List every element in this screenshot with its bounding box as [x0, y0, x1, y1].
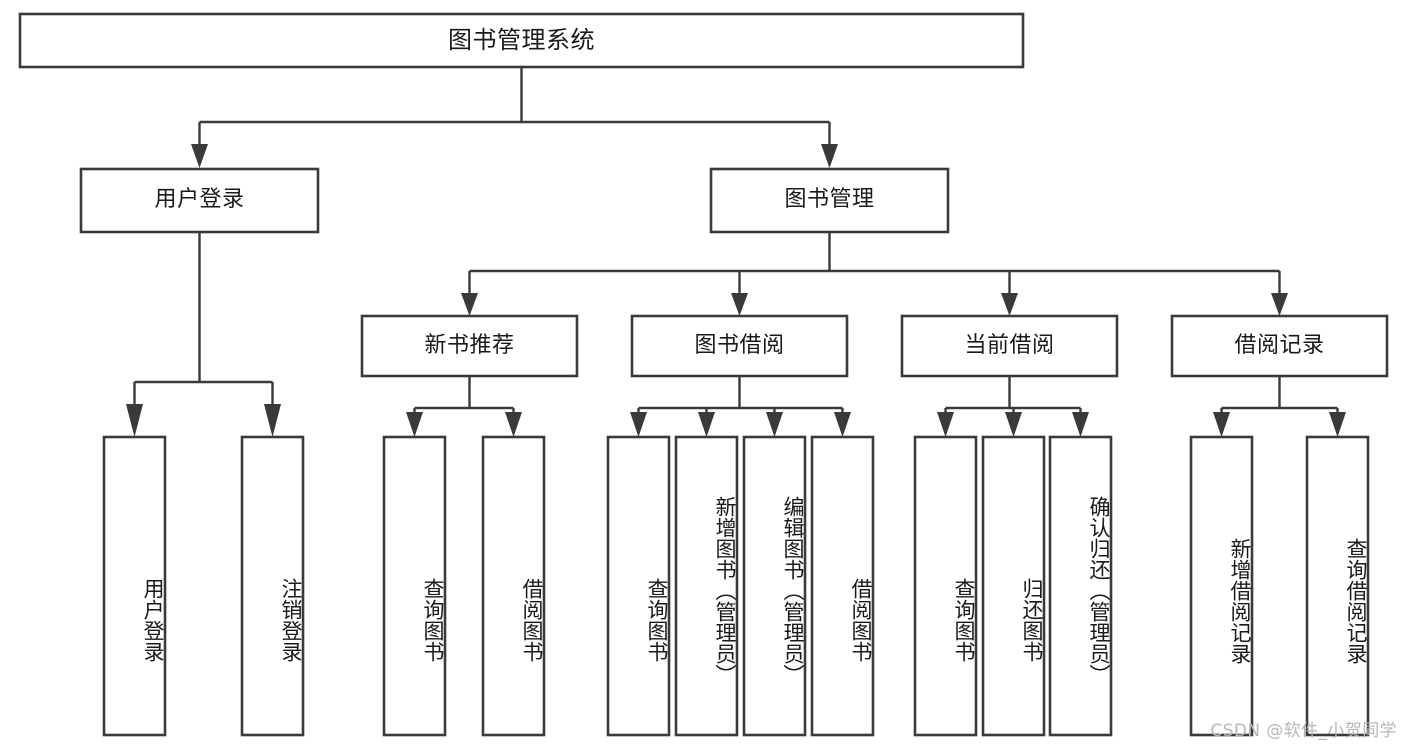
- connectors-layer: [126, 67, 1346, 437]
- node-box-leaf-new-book-0[interactable]: [382, 435, 447, 737]
- arrowhead-leaf-user-login-1: [126, 404, 143, 437]
- arrowhead-leaf-book-borrow-4: [834, 412, 851, 437]
- node-box-leaf-borrow-record-1[interactable]: [1305, 435, 1370, 737]
- arrowhead-leaf-book-borrow-2: [698, 412, 715, 437]
- arrowhead-book-mgmt: [821, 144, 838, 168]
- arrowhead-borrow-record: [1271, 293, 1288, 316]
- node-box-borrow-record[interactable]: [1170, 314, 1389, 378]
- node-box-leaf-book-borrow-1[interactable]: [674, 435, 739, 737]
- node-box-leaf-current-borrow-0[interactable]: [913, 435, 978, 737]
- arrowhead-book-borrow: [731, 293, 748, 316]
- node-box-book-management[interactable]: [709, 167, 950, 234]
- arrowhead-leaf-borrow-record-2: [1329, 412, 1346, 437]
- node-box-leaf-current-borrow-1[interactable]: [981, 435, 1046, 737]
- node-box-leaf-book-borrow-0[interactable]: [606, 435, 671, 737]
- node-box-book-borrow[interactable]: [630, 314, 849, 378]
- node-box-leaf-user-login-1[interactable]: [240, 435, 305, 737]
- node-box-leaf-current-borrow-2[interactable]: [1048, 435, 1113, 737]
- arrowhead-new-book-recommend: [461, 293, 478, 316]
- node-box-new-book-recommend[interactable]: [360, 314, 579, 378]
- arrowhead-current-borrow: [1001, 293, 1018, 316]
- node-box-root[interactable]: [18, 12, 1025, 69]
- arrowhead-user-login: [191, 144, 208, 168]
- node-box-leaf-new-book-1[interactable]: [481, 435, 546, 737]
- arrowhead-leaf-current-borrow-2: [1005, 412, 1022, 437]
- arrowhead-leaf-book-borrow-3: [766, 412, 783, 437]
- node-box-leaf-borrow-record-0[interactable]: [1189, 435, 1254, 737]
- node-box-user-login[interactable]: [79, 167, 320, 234]
- boxes-layer: [18, 12, 1389, 737]
- arrowhead-leaf-borrow-record-1: [1213, 412, 1230, 437]
- node-box-leaf-book-borrow-3[interactable]: [810, 435, 875, 737]
- arrowhead-leaf-new-book-2: [505, 412, 522, 437]
- node-box-leaf-user-login-0[interactable]: [102, 435, 167, 737]
- arrowhead-leaf-user-login-2: [264, 404, 281, 437]
- node-box-current-borrow[interactable]: [900, 314, 1119, 378]
- arrowhead-leaf-new-book-1: [406, 412, 423, 437]
- arrowhead-leaf-current-borrow-3: [1072, 412, 1089, 437]
- arrowhead-leaf-book-borrow-1: [630, 412, 647, 437]
- arrowhead-leaf-current-borrow-1: [937, 412, 954, 437]
- node-box-leaf-book-borrow-2[interactable]: [742, 435, 807, 737]
